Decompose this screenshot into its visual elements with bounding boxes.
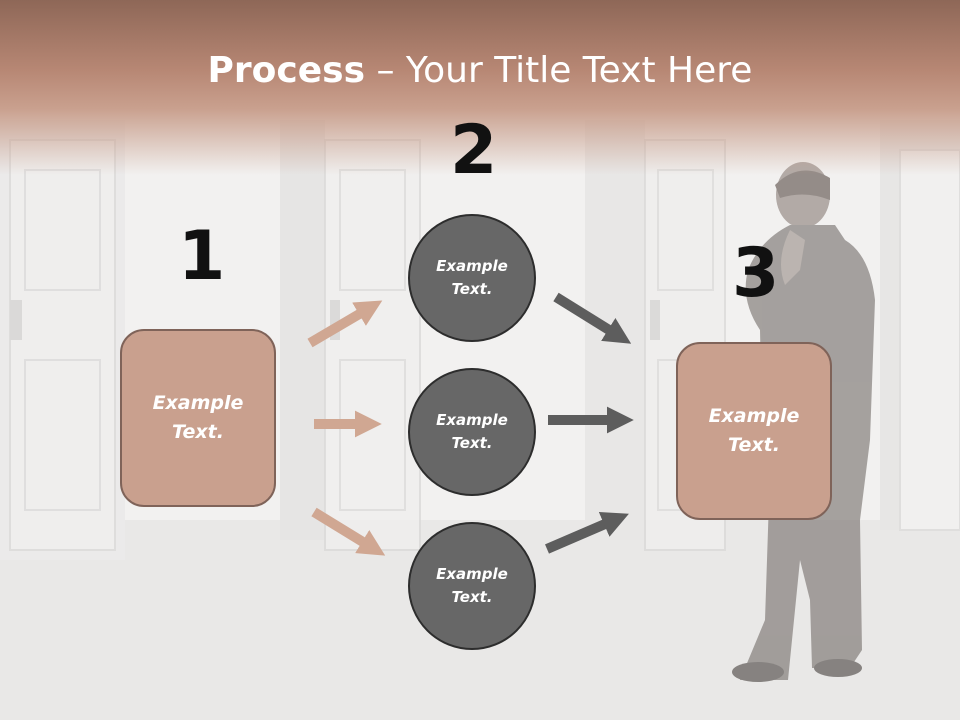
- step-number-3: 3: [732, 234, 780, 313]
- header-band: [0, 0, 960, 175]
- step-number-1: 1: [178, 217, 226, 296]
- arrow-1-to-2c: [311, 507, 386, 556]
- step-2-circle-top: Example Text.: [408, 214, 536, 342]
- step-3-label: Example Text.: [708, 405, 800, 456]
- step-1-box: Example Text.: [120, 329, 276, 507]
- arrow-1-to-2a: [307, 300, 383, 348]
- title-rest: – Your Title Text Here: [365, 50, 753, 91]
- slide-title: Process – Your Title Text Here: [0, 50, 960, 91]
- title-bold: Process: [207, 50, 366, 91]
- step-2-label-middle: Example Text.: [436, 411, 508, 452]
- step-2-label-top: Example Text.: [436, 257, 508, 298]
- step-2-circle-bottom: Example Text.: [408, 522, 536, 650]
- step-2-circle-middle: Example Text.: [408, 368, 536, 496]
- step-2-label-bottom: Example Text.: [436, 565, 508, 606]
- arrow-2c-to-3: [545, 512, 629, 554]
- step-1-label: Example Text.: [152, 392, 244, 443]
- arrow-2a-to-3: [553, 292, 632, 344]
- step-number-2: 2: [450, 111, 498, 190]
- step-3-box: Example Text.: [676, 342, 832, 520]
